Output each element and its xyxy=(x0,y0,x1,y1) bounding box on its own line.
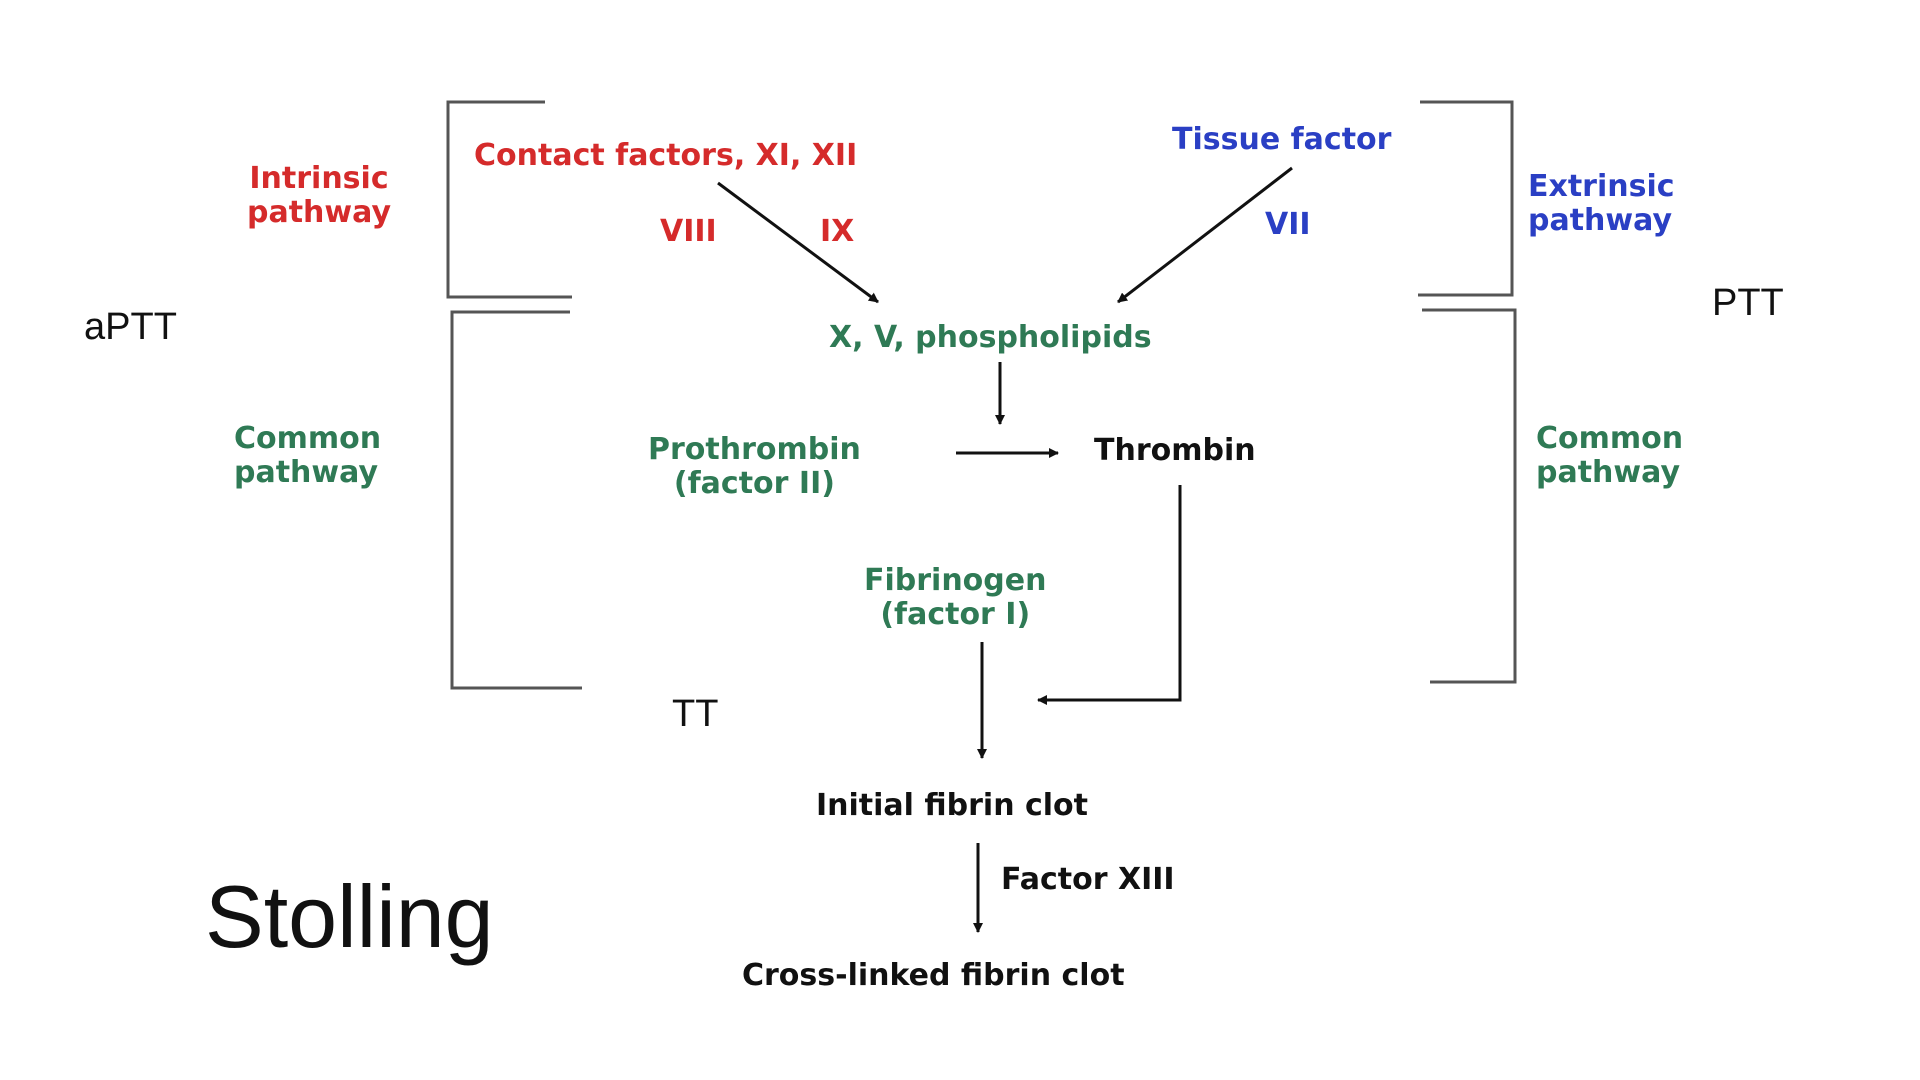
extrinsic-bracket xyxy=(1418,100,1514,297)
intrinsic-bracket xyxy=(446,100,572,299)
arrow-contact-to-x xyxy=(717,181,879,304)
stolling-label: Stolling xyxy=(205,867,494,966)
fibrinogen-node: Fibrinogen(factor I) xyxy=(864,563,1047,632)
x-v-phospholipids-node: X, V, phospholipids xyxy=(829,320,1152,355)
crosslinked-fibrin-clot-node: Cross-linked fibrin clot xyxy=(742,958,1125,993)
arrow-thrombin-to-fibrinogen xyxy=(1037,485,1182,705)
tissue-factor-node: Tissue factor xyxy=(1172,122,1392,157)
prothrombin-node: Prothrombin(factor II) xyxy=(648,432,861,501)
tt-label: TT xyxy=(672,693,719,735)
common-right-bracket xyxy=(1422,308,1517,684)
common-left-bracket xyxy=(450,310,582,690)
factor-vii-node: VII xyxy=(1265,207,1311,242)
factor-ix-node: IX xyxy=(820,214,855,249)
contact-factors-node: Contact factors, XI, XII xyxy=(474,138,858,173)
factor-xiii-node: Factor XIII xyxy=(1001,862,1175,897)
aptt-label: aPTT xyxy=(84,306,177,348)
initial-fibrin-clot-node: Initial fibrin clot xyxy=(816,788,1089,823)
factor-viii-node: VIII xyxy=(660,214,717,249)
ptt-label: PTT xyxy=(1712,282,1784,324)
arrow-tissue-to-x xyxy=(1117,166,1293,304)
thrombin-node: Thrombin xyxy=(1094,433,1256,468)
